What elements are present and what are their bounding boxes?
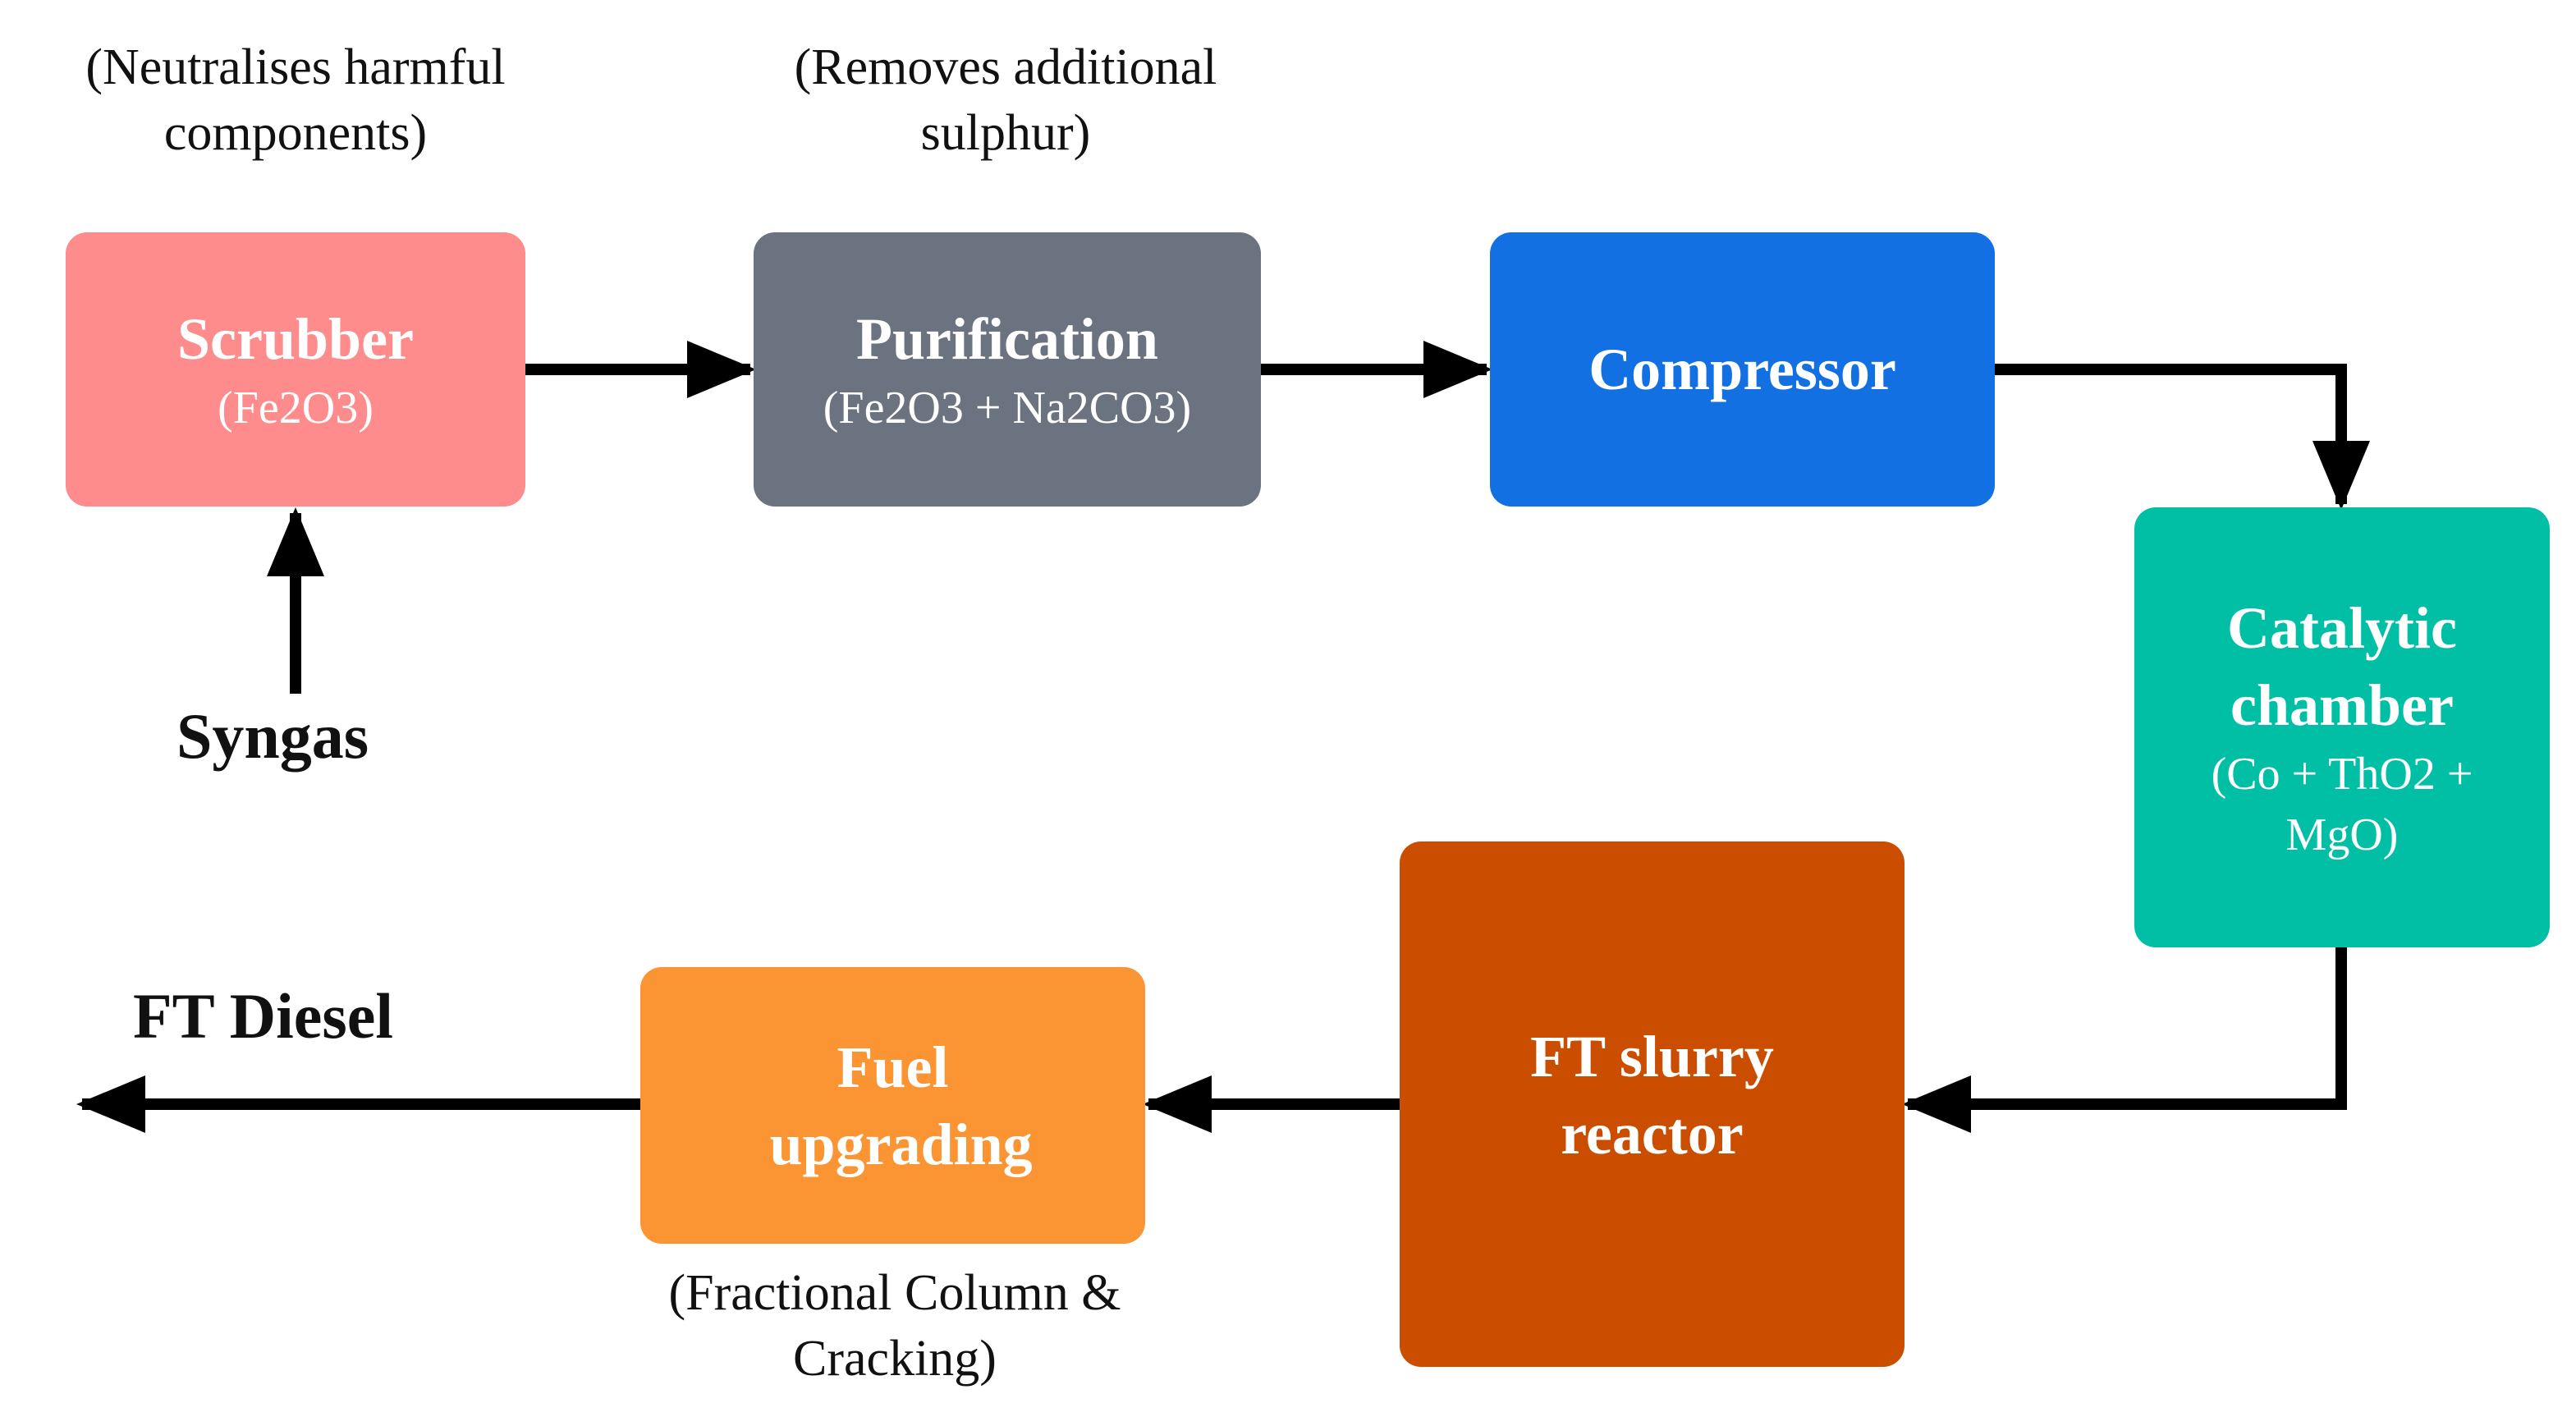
node-catalytic-subtitle: (Co + ThO2 + MgO) xyxy=(2211,749,2473,860)
syngas-label: Syngas xyxy=(176,700,369,772)
node-ft-slurry-reactor: FT slurry reactor xyxy=(1400,841,1904,1367)
ft-diesel-label: FT Diesel xyxy=(133,980,394,1052)
node-compressor-title: Compressor xyxy=(1588,337,1896,402)
node-purification-title: Purification xyxy=(856,306,1158,372)
node-purification-subtitle: (Fe2O3 + Na2CO3) xyxy=(823,383,1192,433)
node-fuel-upgrading-title: Fuel upgrading xyxy=(769,1034,1033,1177)
scrubber-note: (Neutralises harmful components) xyxy=(85,39,506,161)
arrow-compressor-to-catalytic xyxy=(1995,364,2370,510)
node-catalytic-title: Catalytic chamber xyxy=(2227,595,2457,738)
fuel-upgrading-note: (Fractional Column & Cracking) xyxy=(668,1265,1121,1387)
arrow-catalytic-to-ft-slurry xyxy=(1902,947,2347,1133)
node-fuel-upgrading: Fuel upgrading xyxy=(640,967,1145,1244)
node-ft-slurry-title: FT slurry reactor xyxy=(1530,1024,1774,1167)
purification-note: (Removes additional sulphur) xyxy=(794,39,1217,161)
node-scrubber-title: Scrubber xyxy=(177,306,414,372)
node-scrubber: Scrubber (Fe2O3) xyxy=(66,232,525,507)
node-compressor: Compressor xyxy=(1490,232,1995,507)
node-catalytic-chamber: Catalytic chamber (Co + ThO2 + MgO) xyxy=(2134,507,2550,947)
node-scrubber-subtitle: (Fe2O3) xyxy=(218,383,374,433)
node-purification: Purification (Fe2O3 + Na2CO3) xyxy=(754,232,1261,507)
